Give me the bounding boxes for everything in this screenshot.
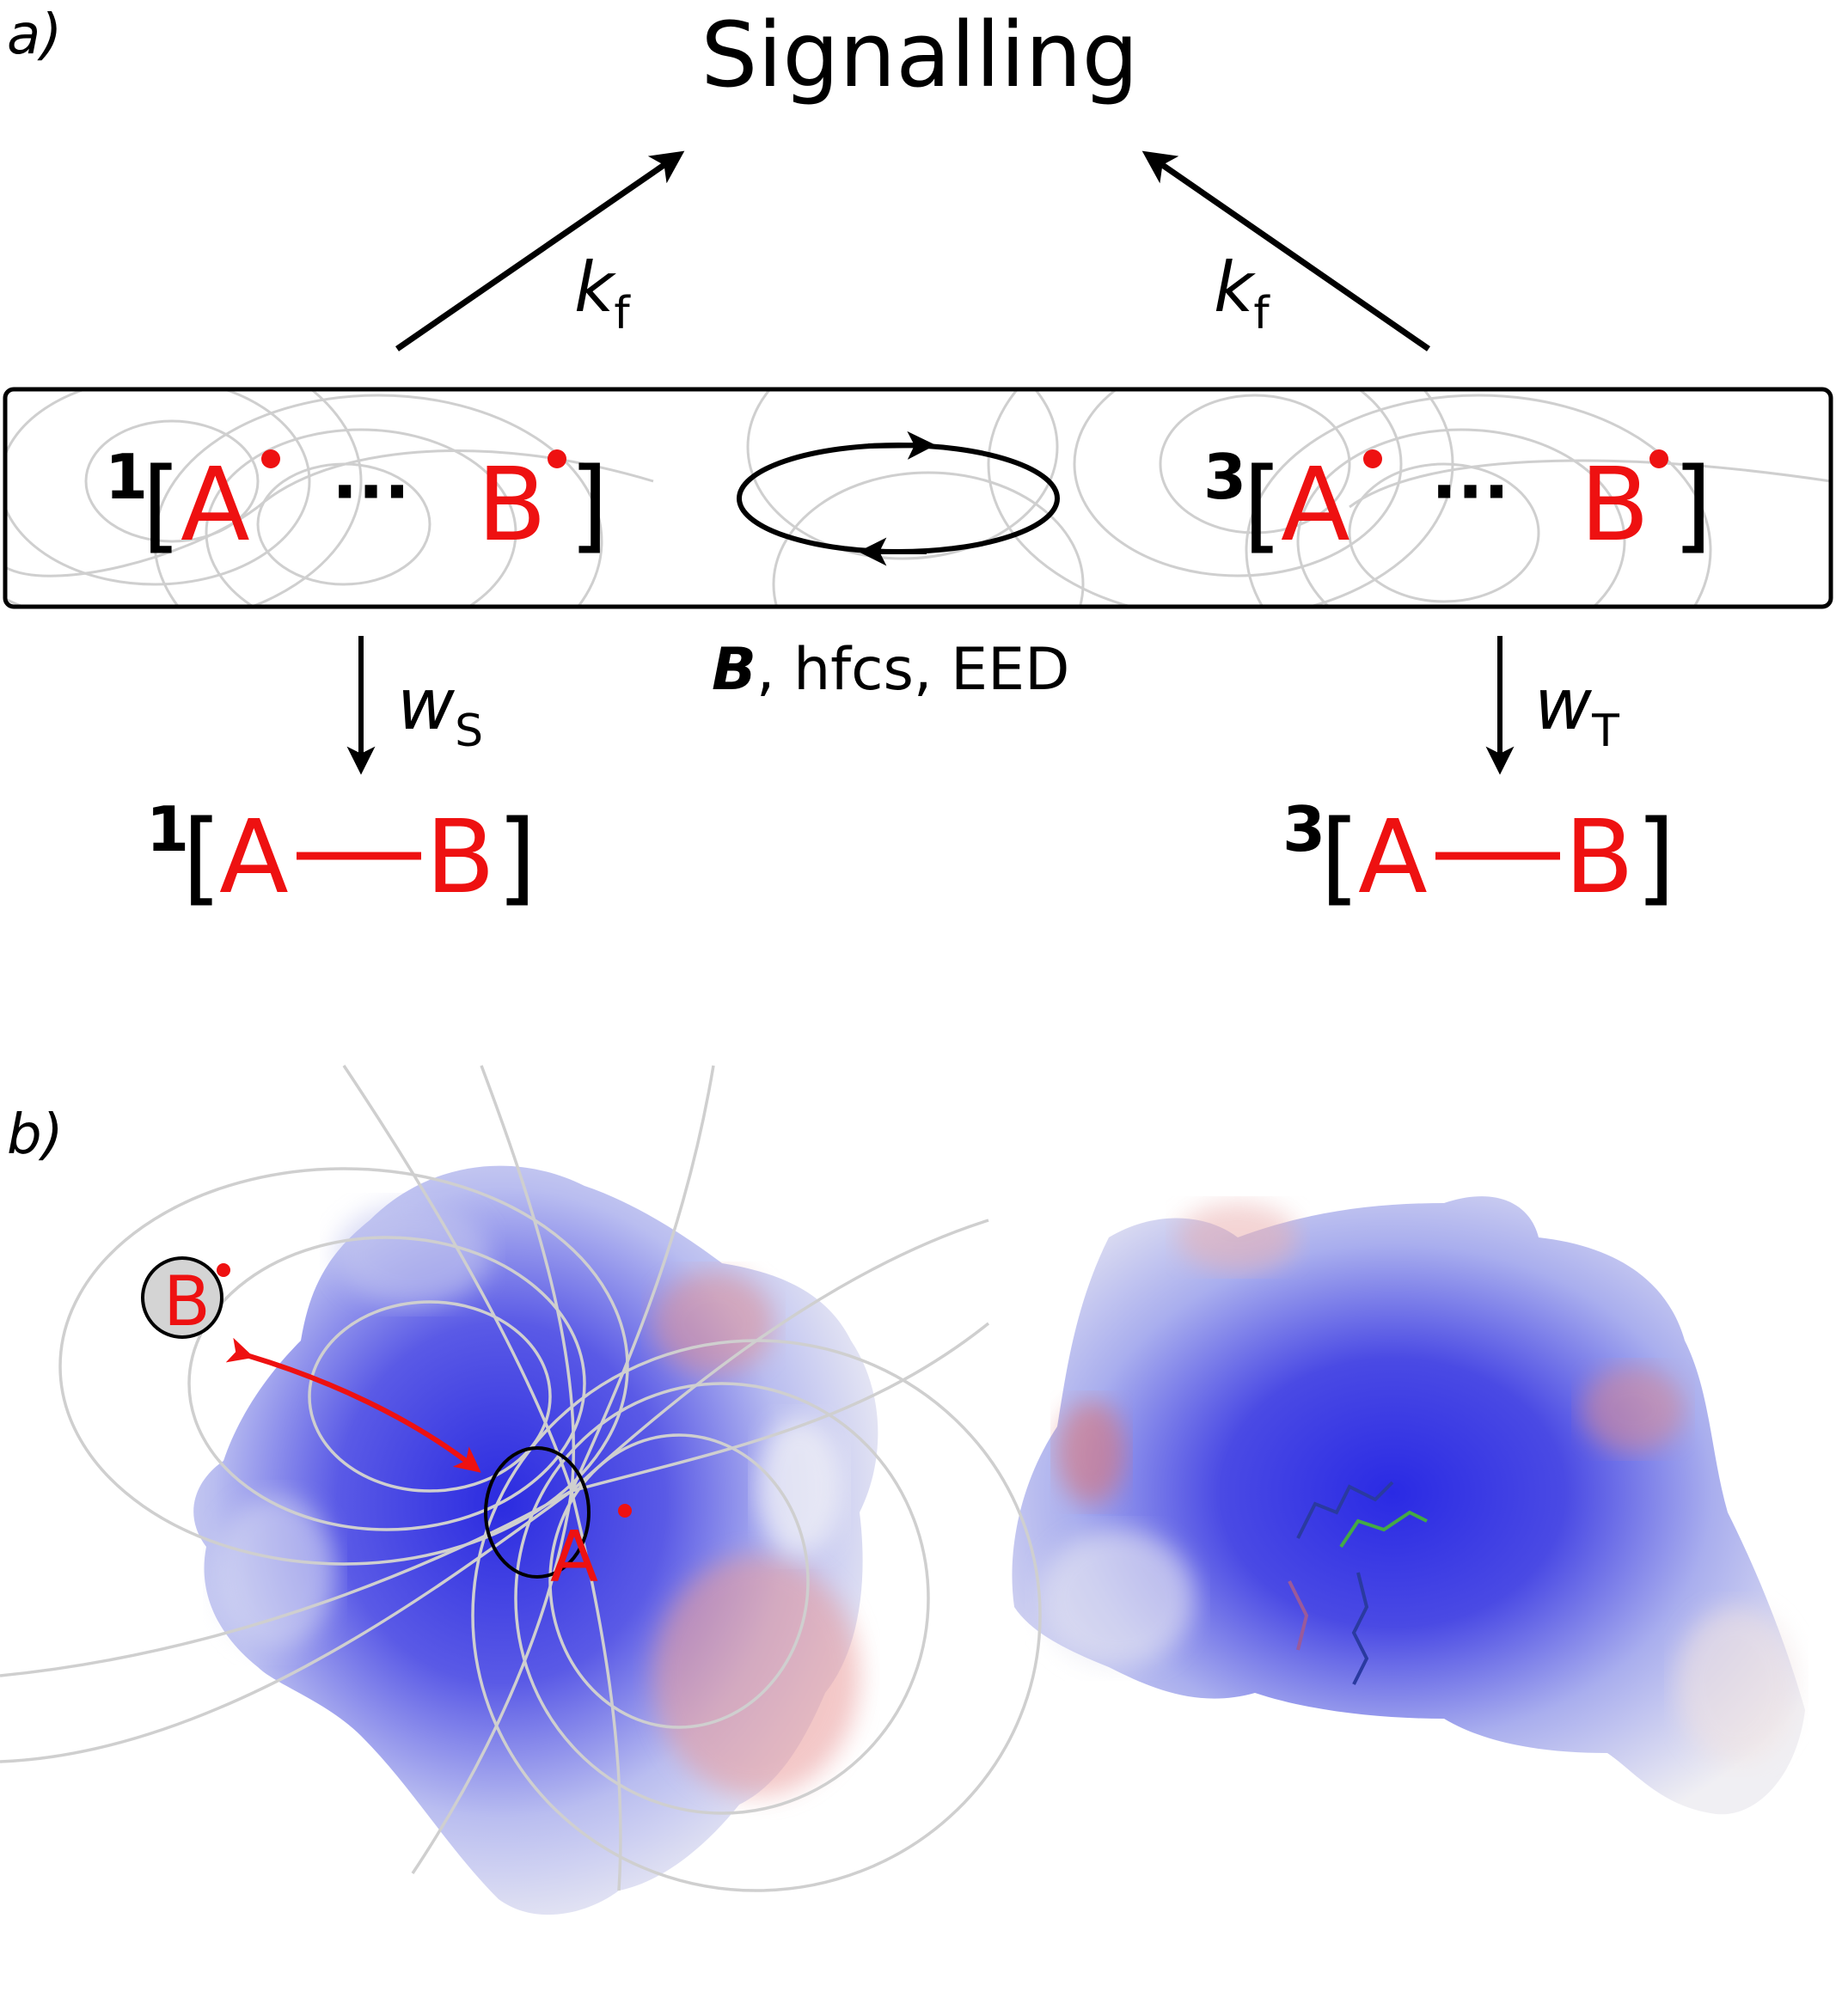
protein-surface-left (193, 1165, 878, 1915)
triplet-dots: ··· (1431, 452, 1509, 532)
box-field-lines (5, 389, 1831, 607)
interconversion-label-rest: , hfcs, EED (756, 636, 1070, 704)
singlet-radical-a: A (181, 445, 250, 564)
wt-symbol: w (1534, 664, 1593, 746)
kf-left-symbol: k (574, 247, 616, 327)
radical-b-label: B (163, 1262, 211, 1341)
singlet-dots: ··· (332, 452, 410, 532)
ws-subscript: S (455, 706, 483, 757)
singlet-product-a: A (219, 797, 289, 916)
singlet-radical-b: B (477, 445, 547, 564)
interconversion-loop (737, 431, 1060, 566)
kf-left-subscript: f (614, 288, 631, 339)
wt-label: wT (1534, 664, 1619, 757)
radical-a-label: A (550, 1517, 598, 1598)
triplet-close-bracket: ] (1673, 445, 1712, 564)
triplet-product-close-bracket: ] (1636, 797, 1675, 916)
triplet-product: 3 [ A B ] (1282, 793, 1675, 916)
electron-transfer-arrow (225, 1337, 481, 1473)
radical-a-marker: A (484, 1446, 632, 1598)
triplet-radical-a: A (1281, 445, 1350, 564)
panel-a-label: a) (7, 3, 62, 67)
radical-b-dot (217, 1263, 230, 1277)
kf-right-label: kf (1214, 247, 1270, 339)
cofactor-sticks (1288, 1481, 1428, 1685)
ws-symbol: w (397, 664, 456, 746)
triplet-multiplicity: 3 (1203, 441, 1246, 513)
singlet-product: 1 [ A B ] (146, 793, 536, 916)
singlet-close-bracket: ] (569, 445, 609, 564)
panel-b-label: b) (7, 1103, 64, 1167)
triplet-product-open-bracket: [ (1320, 797, 1360, 916)
panel-b: b) (0, 1065, 1805, 1915)
kf-right-arrow (1141, 150, 1430, 351)
radical-pair-box (3, 387, 1833, 609)
singlet-product-close-bracket: ] (497, 797, 536, 916)
wt-subscript: T (1591, 706, 1619, 757)
singlet-multiplicity: 1 (105, 441, 148, 513)
kf-right-subscript: f (1253, 288, 1270, 339)
singlet-product-b: B (425, 797, 495, 916)
singlet-product-multiplicity: 1 (146, 793, 189, 865)
panel-a: a) Signalling kf kf (3, 3, 1833, 916)
panel-b-field-lines (0, 1065, 1042, 1892)
triplet-product-a: A (1358, 797, 1428, 916)
singlet-open-bracket: [ (142, 445, 181, 564)
kf-left-arrow (395, 150, 685, 351)
signalling-label: Signalling (701, 3, 1138, 107)
singlet-radical-b-dot (548, 449, 566, 468)
triplet-radical-pair: 3 [ A ··· B ] (1203, 441, 1712, 564)
triplet-radical-b: B (1580, 445, 1649, 564)
triplet-product-multiplicity: 3 (1282, 793, 1325, 865)
singlet-radical-pair: 1 [ A ··· B ] (105, 441, 609, 564)
triplet-radical-b-dot (1649, 449, 1668, 468)
triplet-product-b: B (1564, 797, 1634, 916)
singlet-product-open-bracket: [ (182, 797, 222, 916)
singlet-radical-a-dot (261, 449, 280, 468)
triplet-radical-a-dot (1363, 449, 1382, 468)
radical-b-marker: B (141, 1256, 230, 1341)
kf-right-symbol: k (1214, 247, 1256, 327)
protein-surface-right (1012, 1196, 1805, 1815)
interconversion-label: B, hfcs, EED (712, 636, 1069, 704)
magnetic-field-symbol: B (712, 636, 756, 704)
ws-label: wS (397, 664, 483, 757)
triplet-open-bracket: [ (1243, 445, 1282, 564)
radical-a-dot (618, 1504, 632, 1518)
kf-left-label: kf (574, 247, 631, 339)
